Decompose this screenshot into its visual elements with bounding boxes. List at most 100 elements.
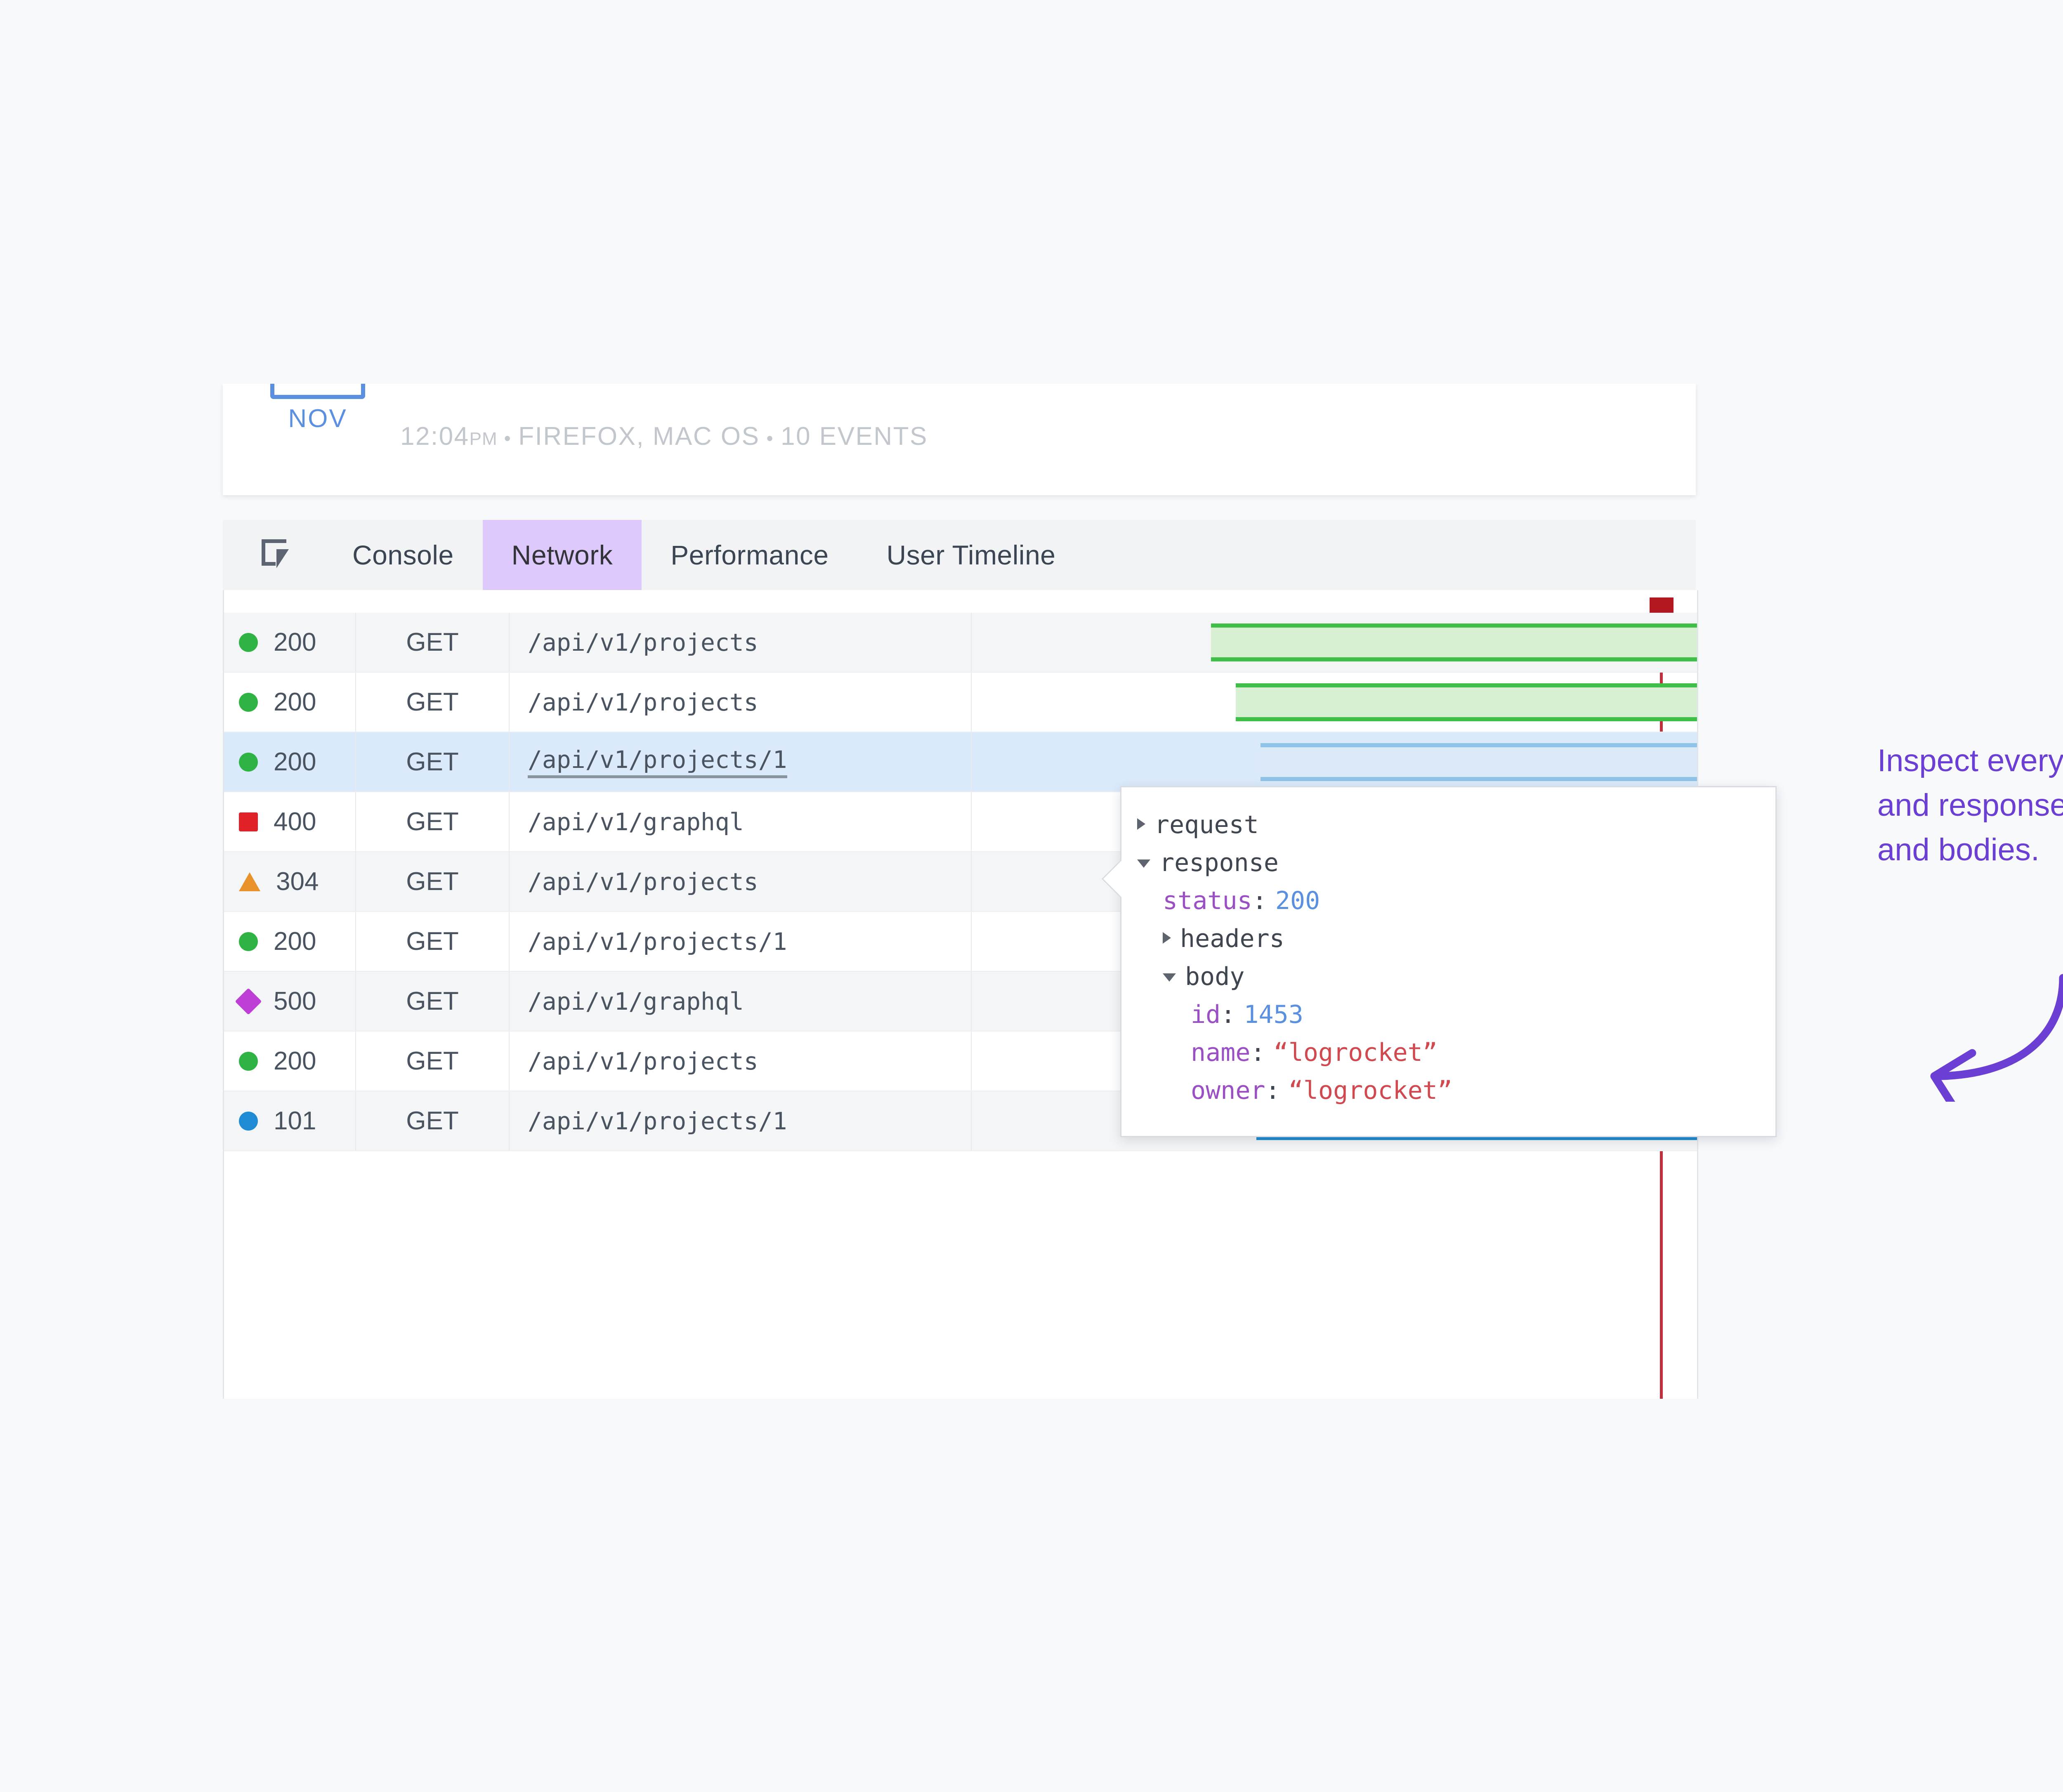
status-code: 200 [274,1047,316,1075]
cell-status: 200 [224,1032,356,1091]
session-meta: 12:04PM • FIREFOX, MAC OS • 10 EVENTS [400,422,928,451]
meta-separator-2: • [766,427,774,449]
cell-method: GET [356,792,510,851]
cell-status: 101 [224,1091,356,1150]
json-colon-owner: : [1265,1076,1280,1105]
json-node-id: id:1453 [1121,1000,1775,1029]
inspect-element-icon [260,537,296,573]
cell-method: GET [356,1091,510,1150]
cell-waterfall [972,732,1697,791]
endpoint-path: /api/v1/projects [528,628,758,656]
endpoint-path: /api/v1/projects/1 [528,1107,787,1135]
devtools-tabbar: Console Network Performance User Timelin… [223,520,1696,591]
status-code: 400 [274,807,316,836]
json-key-name: name [1191,1038,1251,1067]
cell-endpoint[interactable]: /api/v1/graphql [510,972,972,1031]
endpoint-path: /api/v1/projects [528,1047,758,1075]
endpoint-path: /api/v1/projects [528,867,758,896]
inspect-element-button[interactable] [223,520,323,590]
session-ampm: PM [469,429,498,449]
status-code: 200 [274,927,316,956]
status-circle-icon [239,633,258,652]
endpoint-path: /api/v1/projects [528,688,758,716]
cell-endpoint[interactable]: /api/v1/graphql [510,792,972,851]
cell-method: GET [356,732,510,791]
devtools-panel: NOV 12:04PM • FIREFOX, MAC OS • 10 EVENTS Co… [182,384,1795,1399]
request-detail-popover: request response status:200 headers body… [1103,786,1777,1137]
cell-endpoint[interactable]: /api/v1/projects [510,1032,972,1091]
json-node-request[interactable]: request [1121,810,1775,839]
cell-status: 500 [224,972,356,1031]
json-key-body: body [1185,962,1245,991]
status-code: 200 [274,748,316,776]
curved-arrow-left-icon [1930,974,2063,1102]
cell-method: GET [356,673,510,732]
status-circle-icon [239,1051,258,1071]
chevron-right-icon[interactable] [1163,932,1171,944]
json-key-headers: headers [1180,924,1284,953]
session-header-card[interactable]: NOV 12:04PM • FIREFOX, MAC OS • 10 EVENTS [223,384,1696,495]
json-value-id: 1453 [1244,1000,1303,1029]
chevron-down-icon[interactable] [1163,973,1176,982]
status-circle-icon [239,692,258,712]
tab-performance[interactable]: Performance [670,540,829,570]
status-circle-icon [239,752,258,772]
json-node-name: name:“logrocket” [1121,1038,1775,1067]
table-row[interactable]: 200 GET/api/v1/projects/1 [224,732,1697,792]
json-key-response: response [1159,848,1279,877]
status-code: 304 [276,867,319,896]
annotation-text: Inspect every network request and respon… [1877,739,2063,872]
status-code: 101 [274,1107,316,1135]
cell-endpoint[interactable]: /api/v1/projects/1 [510,1091,972,1150]
json-node-response[interactable]: response [1121,848,1775,877]
status-circle-icon [239,1111,258,1131]
tab-user-timeline[interactable]: User Timeline [886,540,1056,570]
table-row[interactable]: 200 GET/api/v1/projects [224,673,1697,732]
cell-status: 200 [224,613,356,672]
cell-method: GET [356,1032,510,1091]
cell-method: GET [356,912,510,971]
cell-endpoint[interactable]: /api/v1/projects [510,852,972,911]
json-colon-status: : [1252,886,1267,915]
cell-method: GET [356,972,510,1031]
cell-status: 200 [224,673,356,732]
chevron-down-icon[interactable] [1137,859,1150,868]
json-colon-id: : [1220,1000,1236,1029]
json-colon-name: : [1250,1038,1265,1067]
annotation-line-2: and response with full headers [1877,787,2063,823]
cell-waterfall [972,613,1697,672]
chevron-right-icon[interactable] [1137,818,1145,830]
json-key-status: status [1163,886,1252,915]
json-node-body[interactable]: body [1121,962,1775,991]
cell-status: 304 [224,852,356,911]
json-node-headers[interactable]: headers [1121,924,1775,953]
endpoint-path: /api/v1/graphql [528,807,744,836]
cell-endpoint[interactable]: /api/v1/projects/1 [510,732,972,791]
status-triangle-icon [239,872,260,891]
status-square-icon [239,812,258,831]
json-node-owner: owner:“logrocket” [1121,1076,1775,1105]
endpoint-path: /api/v1/graphql [528,987,744,1015]
cell-endpoint[interactable]: /api/v1/projects/1 [510,912,972,971]
tab-network[interactable]: Network [482,520,642,590]
status-code: 500 [274,987,316,1015]
meta-separator-1: • [504,427,512,449]
status-diamond-icon [235,987,262,1015]
cell-method: GET [356,852,510,911]
cell-status: 400 [224,792,356,851]
session-browser-os: FIREFOX, MAC OS [518,422,760,451]
status-code: 200 [274,688,316,716]
status-circle-icon [239,932,258,951]
json-value-owner: “logrocket” [1288,1076,1453,1105]
cell-endpoint[interactable]: /api/v1/projects [510,613,972,672]
cell-waterfall [972,673,1697,732]
json-key-id: id [1191,1000,1221,1029]
session-time: 12:04 [400,422,470,451]
waterfall-bar [1236,683,1697,721]
calendar-date-badge: NOV [268,384,367,433]
session-event-count: 10 EVENTS [781,422,928,451]
tab-console[interactable]: Console [352,540,454,570]
cell-endpoint[interactable]: /api/v1/projects [510,673,972,732]
cell-status: 200 [224,732,356,791]
